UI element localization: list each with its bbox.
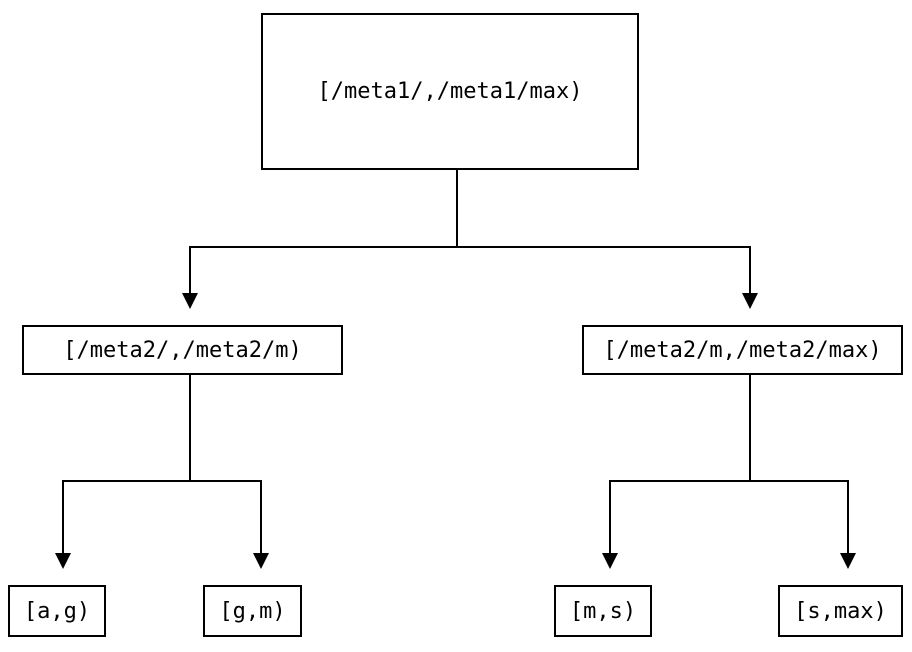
edge-left-child-to-leaf-gm [190, 480, 262, 553]
arrowhead-down-icon [253, 553, 269, 569]
arrowhead-down-icon [742, 293, 758, 309]
arrowhead-down-icon [182, 293, 198, 309]
node-left-child: [/meta2/,/meta2/m) [22, 325, 343, 375]
edge-left-child-to-leaf-ag [62, 480, 190, 553]
edge-root-to-right-child [457, 246, 751, 293]
node-leaf-ms: [m,s) [554, 585, 652, 637]
arrowhead-down-icon [55, 553, 71, 569]
node-right-child: [/meta2/m,/meta2/max) [582, 325, 903, 375]
edge-root-to-left-child [189, 246, 457, 293]
node-leaf-ag: [a,g) [8, 585, 106, 637]
arrowhead-down-icon [602, 553, 618, 569]
edge-right-child-to-leaf-ms [609, 480, 750, 553]
node-leaf-gm: [g,m) [203, 585, 302, 637]
arrowhead-down-icon [840, 553, 856, 569]
edge-right-child-to-leaf-smax [750, 480, 849, 553]
node-leaf-smax: [s,max) [778, 585, 903, 637]
node-root: [/meta1/,/meta1/max) [261, 13, 639, 170]
